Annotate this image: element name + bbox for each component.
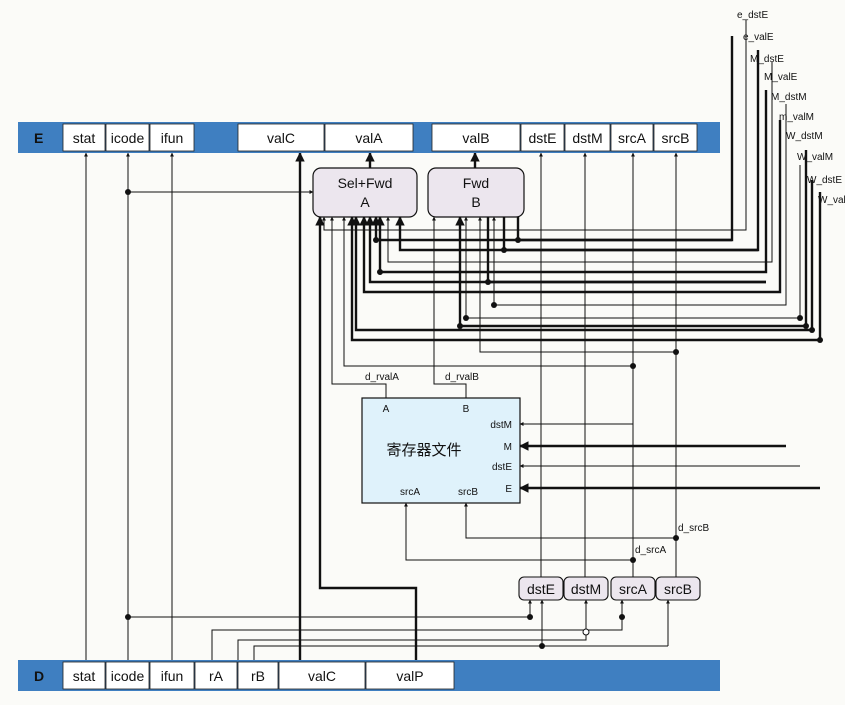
d-pipeline-register: D stat icode ifun rA rB valC valP — [18, 660, 720, 691]
regfile-port-b: B — [463, 404, 470, 415]
e-field-dstm: dstM — [572, 130, 602, 146]
d-field-valc: valC — [308, 668, 336, 684]
e-cell-srca — [610, 123, 654, 152]
d-cell-ra — [194, 661, 238, 690]
d-field-valp: valP — [396, 668, 423, 684]
regfile-port-srca: srcA — [400, 487, 420, 498]
e-cell-valb — [431, 123, 521, 152]
fwd-signal-w-dste: W_dstE — [807, 175, 842, 186]
regfile-port-srcb: srcB — [458, 487, 478, 498]
d-register-tag: D — [34, 668, 44, 684]
e-field-icode: icode — [111, 130, 145, 146]
decode-box-label-srcb: srcB — [664, 581, 692, 597]
e-field-ifun: ifun — [161, 130, 184, 146]
regfile-port-a: A — [383, 404, 390, 415]
fwd-signal-w-vale: W_valE — [818, 195, 845, 206]
fwd-signal-m-vale: M_valE — [764, 72, 798, 83]
d-cell-icode — [105, 661, 150, 690]
d-field-rb: rB — [251, 668, 265, 684]
decode-box-label-dstm: dstM — [571, 581, 601, 597]
e-field-stat: stat — [73, 130, 96, 146]
decode-logic-boxes: dstE dstM srcA srcB — [518, 576, 701, 601]
decode-box-label-dste: dstE — [527, 581, 555, 597]
d-cell-valc — [278, 661, 366, 690]
e-field-dste: dstE — [528, 130, 556, 146]
label-d-srcb: d_srcB — [678, 523, 709, 534]
e-field-srcb: srcB — [662, 130, 690, 146]
regfile-port-dste: dstE — [492, 462, 512, 473]
label-d-rvalb: d_rvalB — [445, 372, 479, 383]
regfile-port-m: M — [504, 442, 512, 453]
e-field-srca: srcA — [618, 130, 647, 146]
e-cell-valc — [237, 123, 325, 152]
sel-fwd-a-line2: A — [360, 194, 370, 210]
e-cell-dste — [520, 123, 565, 152]
decode-box-dstm — [563, 576, 609, 601]
d-field-ifun: ifun — [161, 668, 184, 684]
decode-box-dste — [518, 576, 564, 601]
e-field-vala: valA — [355, 130, 383, 146]
decode-box-label-srca: srcA — [619, 581, 648, 597]
decode-box-srcb — [655, 576, 701, 601]
fwd-b-unit: Fwd B — [427, 167, 525, 218]
fwd-signal-e-vale: e_valE — [743, 32, 774, 43]
regfile-port-dstm: dstM — [490, 420, 512, 431]
fwd-signal-m-dstm: M_dstM — [771, 92, 807, 103]
fwd-signal-e-dste: e_dstE — [737, 10, 768, 21]
d-cell-ifun — [149, 661, 195, 690]
d-cell-rb — [237, 661, 279, 690]
fwd-signal-w-valm: W_valM — [797, 152, 833, 163]
d-field-stat: stat — [73, 668, 96, 684]
d-cell-stat — [62, 661, 106, 690]
e-field-valc: valC — [267, 130, 295, 146]
fwd-signal-m-valm: m_valM — [779, 112, 814, 123]
sel-fwd-a-unit: Sel+Fwd A — [312, 167, 418, 218]
junction-dots — [125, 189, 823, 649]
decode-box-srca — [610, 576, 656, 601]
fwd-b-line1: Fwd — [463, 175, 489, 191]
e-register-tag: E — [34, 130, 43, 146]
e-cell-vala — [324, 123, 414, 152]
e-cell-icode — [105, 123, 150, 152]
e-cell-dstm — [564, 123, 611, 152]
regfile-title: 寄存器文件 — [386, 441, 461, 459]
label-d-srca: d_srcA — [635, 545, 666, 556]
e-cell-ifun — [149, 123, 195, 152]
fwd-signal-m-dste: M_dstE — [750, 54, 784, 65]
e-pipeline-register: E stat icode ifun valC valA valB dstE dstM srcA s… — [18, 122, 720, 153]
fwd-b-line2: B — [471, 194, 480, 210]
e-field-valb: valB — [462, 130, 489, 146]
sel-fwd-a-line1: Sel+Fwd — [338, 175, 393, 191]
fwd-signal-w-dstm: W_dstM — [786, 131, 823, 142]
e-cell-stat — [62, 123, 106, 152]
d-field-icode: icode — [111, 668, 145, 684]
d-cell-valp — [365, 661, 455, 690]
regfile-port-e: E — [505, 484, 512, 495]
register-file: A B dstM M dstE E 寄存器文件 srcA srcB — [361, 397, 521, 504]
forward-signal-labels: e_dstE e_valE M_dstE M_valE M_dstM m_valM W_ds… — [737, 10, 845, 206]
e-cell-srcb — [653, 123, 698, 152]
label-d-rvala: d_rvalA — [365, 372, 399, 383]
d-field-ra: rA — [209, 668, 224, 684]
